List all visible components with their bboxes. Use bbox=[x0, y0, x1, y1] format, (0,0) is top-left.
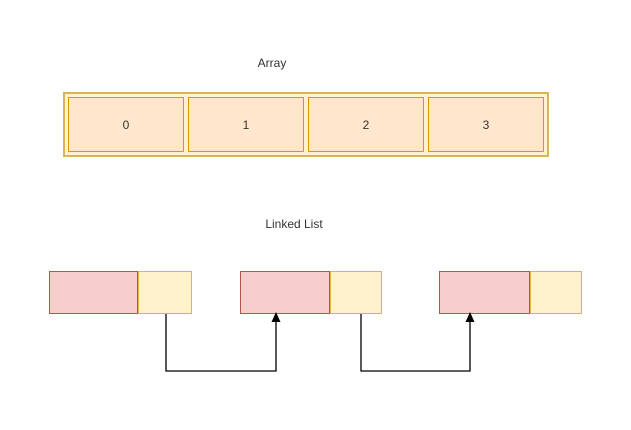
linked-list-node-2 bbox=[240, 271, 382, 314]
node-2-pointer-box bbox=[330, 271, 382, 314]
pointer-arrow-node1-to-node2 bbox=[165, 312, 281, 372]
array-cell-1: 1 bbox=[188, 97, 304, 152]
array-cell-0: 0 bbox=[68, 97, 184, 152]
node-3-data-box bbox=[439, 271, 530, 314]
node-3-pointer-box bbox=[530, 271, 582, 314]
pointer-arrow-node2-to-node3 bbox=[360, 312, 475, 372]
node-1-data-box bbox=[49, 271, 138, 314]
linked-list-node-1 bbox=[49, 271, 192, 314]
node-1-pointer-box bbox=[138, 271, 192, 314]
array-cell-3: 3 bbox=[428, 97, 544, 152]
node-2-data-box bbox=[240, 271, 330, 314]
array-section-title: Array bbox=[257, 56, 287, 70]
array-container: 0 1 2 3 bbox=[63, 92, 549, 157]
linked-list-node-3 bbox=[439, 271, 582, 314]
linked-list-section-title: Linked List bbox=[265, 217, 323, 231]
array-cell-2: 2 bbox=[308, 97, 424, 152]
